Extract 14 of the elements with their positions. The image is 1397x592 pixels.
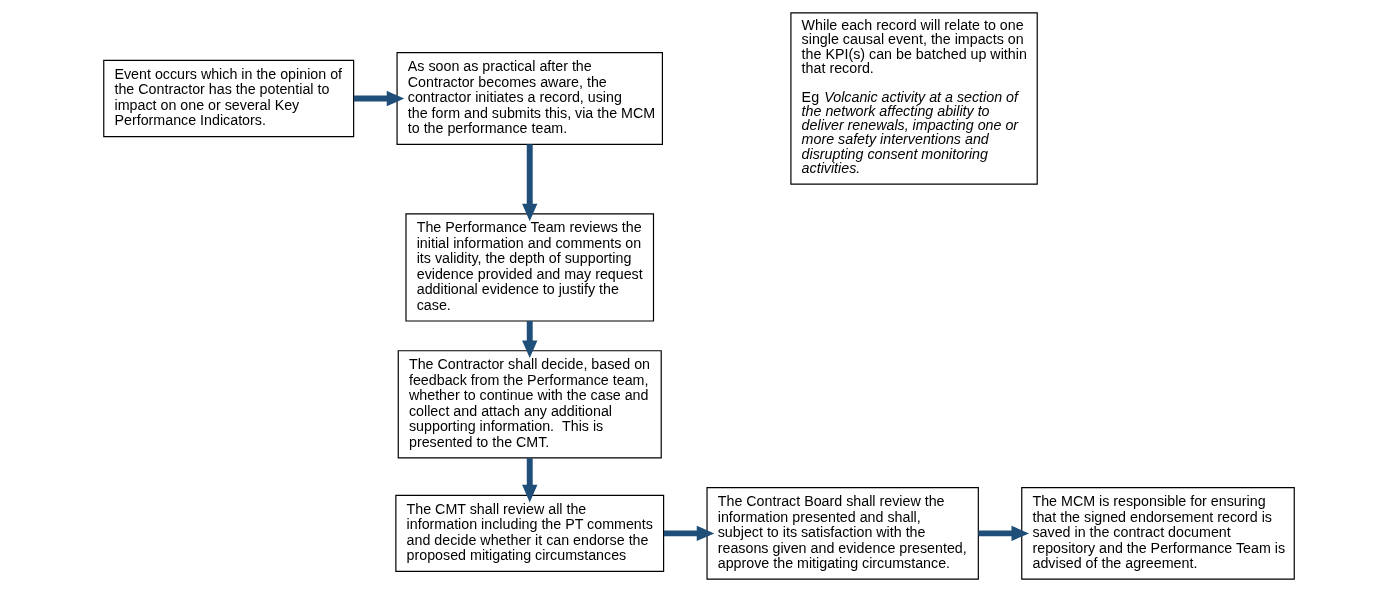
node-box: The Contract Board shall review the information presented and shall, subject to its satisfaction with the reasons given and evidence presented, approve the mitigating circumstance. (705, 486, 979, 580)
arrow (521, 321, 537, 359)
node-box: Event occurs which in the opinion of the Contractor has the potential to impact on one or several Key Performance Indicators. (102, 59, 354, 138)
node-box: The CMT shall review all the information including the PT comments and decide whether it can endorse the proposed mitigating circumstances (394, 494, 664, 573)
node-box: The MCM is responsible for ensuring that the signed endorsement record is saved in the contract document repository and the Performance Team is advised of the agreement. (1020, 486, 1295, 580)
node-box: As soon as practical after the Contractor becomes aware, the contractor initiates a record, using the form and submits this, via the MCM to the performance team. (395, 52, 663, 145)
arrow (663, 525, 714, 542)
arrow (521, 458, 537, 503)
arrow (521, 144, 537, 222)
node-box: While each record will relate to one single causal event, the impacts on the KPI(s) can be batched up within that record. Eg Volcanic activity at a section of the network affecting ability to deliver renewals, impacting one or more safety interventions and disrupting consent monitoring activities. (789, 12, 1038, 185)
arrow (353, 90, 404, 107)
node-box: The Contractor shall decide, based on feedback from the Performance team, whether to continue with the case and collect and attach any additional supporting information. This is presented to the CMT. (397, 350, 662, 459)
node-box: The Performance Team reviews the initial information and comments on its validity, the depth of supporting evidence provided and may request additional evidence to justify the case. (404, 213, 654, 322)
arrow (978, 525, 1029, 542)
